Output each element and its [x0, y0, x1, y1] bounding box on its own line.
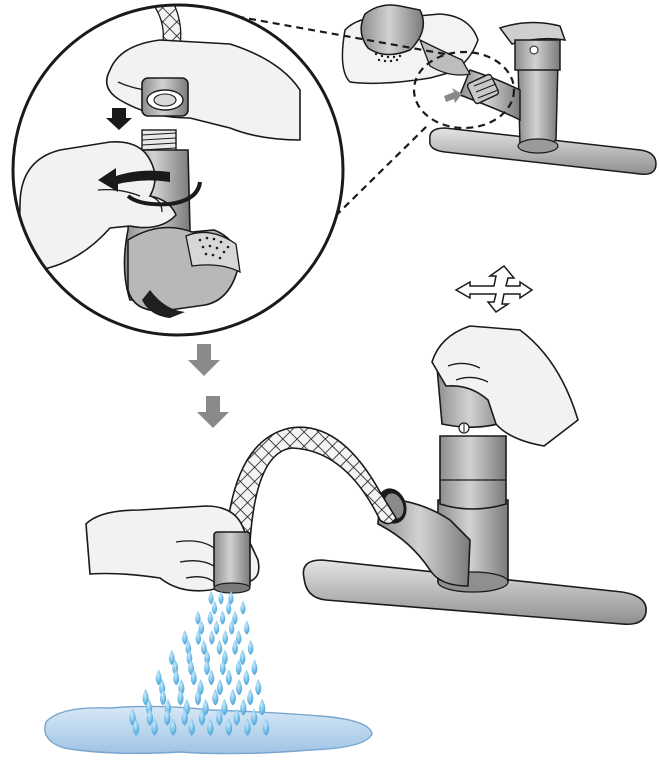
braided-hose: [226, 427, 396, 542]
water-drop: [212, 601, 217, 615]
water-drop: [182, 630, 187, 645]
water-drop: [236, 679, 242, 695]
water-drop: [240, 650, 246, 665]
water-drop: [214, 620, 219, 634]
water-drop: [230, 689, 236, 706]
four-way-arrow-icon: [456, 266, 532, 312]
water-drop: [244, 620, 249, 634]
step-arrows: [188, 344, 229, 428]
small-arrow-icon: [444, 88, 462, 103]
water-drop: [226, 669, 232, 685]
water-drop: [232, 611, 237, 625]
water-drop: [252, 660, 258, 676]
water-drop: [208, 611, 213, 625]
water-drop: [195, 611, 200, 625]
water-drop: [248, 640, 254, 655]
water-drop: [209, 630, 214, 645]
water-drop: [209, 591, 214, 605]
water-drop: [236, 630, 241, 645]
water-drop: [247, 689, 253, 706]
water-drop: [217, 679, 223, 695]
water-drop: [219, 591, 224, 605]
water-drop: [220, 611, 225, 625]
gray-down-arrow-icon: [197, 396, 229, 428]
water-drop: [240, 601, 245, 615]
magnified-detail: [13, 0, 343, 335]
hand-holding-sprayer: [86, 506, 259, 593]
gray-down-arrow-icon: [188, 344, 220, 376]
small-faucet: [342, 5, 656, 174]
threaded-stud: [142, 130, 176, 152]
water-drop: [243, 669, 249, 685]
water-drop: [223, 630, 228, 645]
water-drop: [217, 640, 223, 655]
water-drop: [255, 679, 261, 695]
